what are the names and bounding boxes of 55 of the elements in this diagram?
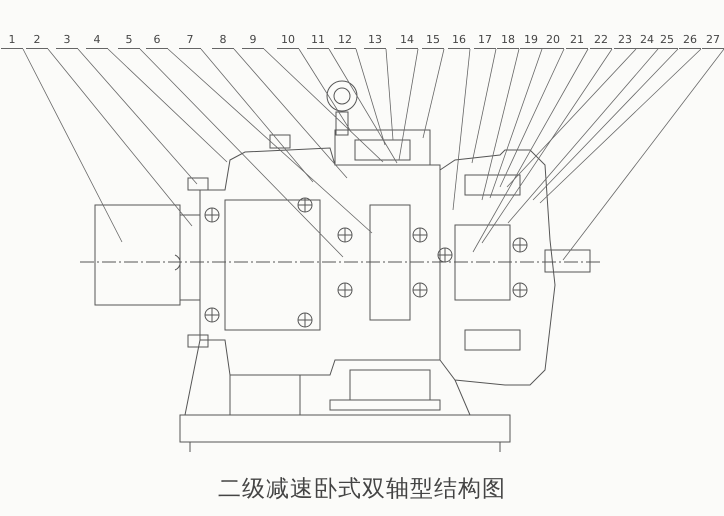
callout-number: 3 (56, 33, 78, 49)
callout-number: 5 (118, 33, 140, 49)
leader-line (386, 48, 394, 140)
callout-number: 6 (146, 33, 168, 49)
leader-line (422, 48, 444, 138)
callout-number: 9 (242, 33, 264, 49)
callout-number: 12 (334, 33, 356, 49)
leader-line (482, 48, 520, 200)
leader-line (540, 48, 702, 204)
callout-number: 1 (1, 33, 23, 49)
leader-line (472, 48, 588, 252)
leader-line (48, 48, 192, 226)
leader-line (532, 48, 678, 200)
callout-number: 19 (520, 33, 542, 49)
callout-number: 16 (448, 33, 470, 49)
leader-line (200, 48, 314, 182)
leader-line (452, 48, 470, 210)
callout-number: 8 (212, 33, 234, 49)
leader-line (472, 48, 496, 164)
leader-line (490, 48, 542, 198)
leader-line (234, 48, 348, 178)
callout-number: 20 (542, 33, 564, 49)
leader-line (140, 48, 344, 258)
leader-line (264, 48, 384, 162)
callout-number: 21 (566, 33, 588, 49)
callout-number: 4 (86, 33, 108, 49)
callout-number: 11 (307, 33, 329, 49)
leader-line (356, 48, 386, 146)
leader-line (108, 48, 228, 162)
callout-number: 14 (396, 33, 418, 49)
callout-number: 18 (497, 33, 519, 49)
callout-number: 26 (679, 33, 701, 49)
leader-line (398, 48, 418, 160)
callout-number: 2 (26, 33, 48, 49)
leader-line (508, 48, 658, 224)
callout-number: 15 (422, 33, 444, 49)
leader-line (22, 48, 122, 242)
callout-number: 17 (474, 33, 496, 49)
callout-number: 7 (179, 33, 201, 49)
leader-line (168, 48, 372, 234)
leader-line (328, 48, 398, 164)
callout-number: 22 (590, 33, 612, 49)
callout-number: 10 (277, 33, 299, 49)
leader-line (500, 48, 564, 188)
leader-line (506, 48, 636, 188)
leader-line (298, 48, 350, 130)
leader-line (482, 48, 612, 244)
leader-line (78, 48, 198, 184)
callout-number: 24 (636, 33, 658, 49)
leader-line (562, 48, 724, 260)
callout-number: 25 (656, 33, 678, 49)
callout-number: 23 (614, 33, 636, 49)
callout-number: 27 (702, 33, 724, 49)
callout-number: 13 (364, 33, 386, 49)
caption: 二级减速卧式双轴型结构图 (217, 475, 507, 504)
